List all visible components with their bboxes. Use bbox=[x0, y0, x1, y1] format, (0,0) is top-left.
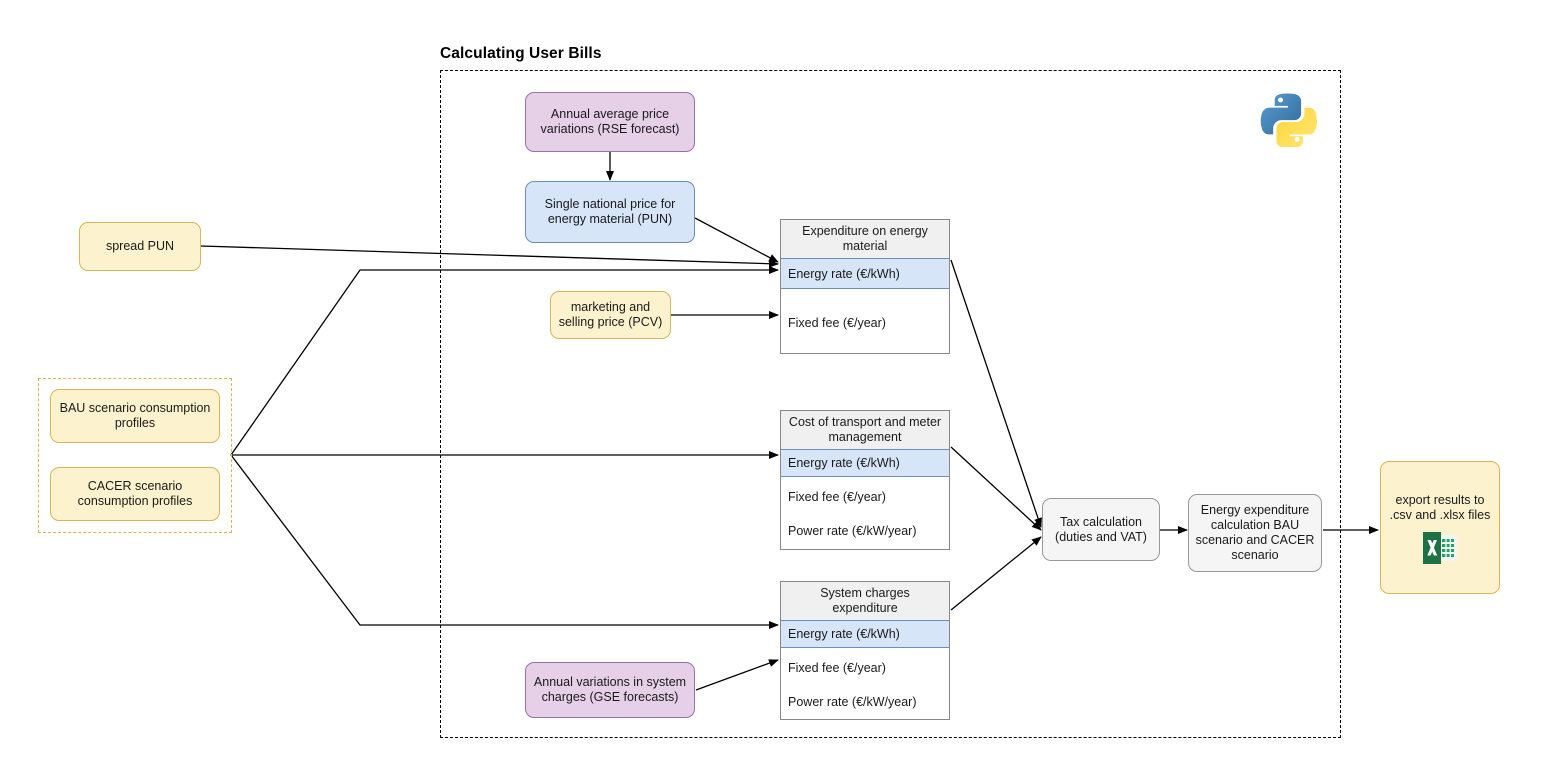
tax-line-2: (duties and VAT) bbox=[1055, 529, 1147, 544]
table-header: Expenditure on energy material bbox=[781, 220, 949, 259]
node-energy-expenditure-calculation[interactable]: Energy expenditure calculation BAU scena… bbox=[1188, 494, 1322, 572]
table-row[interactable]: Energy rate (€/kWh) bbox=[781, 449, 949, 477]
table-row[interactable]: Power rate (€/kW/year) bbox=[781, 517, 949, 545]
table-cell-label: Energy rate (€/kWh) bbox=[788, 266, 900, 281]
table-system-charges-expenditure: System charges expenditure Energy rate (… bbox=[780, 581, 950, 720]
node-rse-forecast[interactable]: Annual average price variations (RSE for… bbox=[525, 92, 695, 152]
table-cell-label: Energy rate (€/kWh) bbox=[788, 627, 900, 641]
table-transport-meter-management: Cost of transport and meter management E… bbox=[780, 410, 950, 550]
tax-line-1: Tax calculation bbox=[1060, 514, 1142, 529]
table-cell-label: Power rate (€/kW/year) bbox=[788, 695, 917, 709]
table-cell-label: Fixed fee (€/year) bbox=[788, 490, 886, 504]
table-expenditure-energy-material: Expenditure on energy material Energy ra… bbox=[780, 219, 950, 354]
node-pun[interactable]: Single national price for energy materia… bbox=[525, 181, 695, 243]
node-pcv[interactable]: marketing and selling price (PCV) bbox=[550, 291, 671, 339]
excel-icon bbox=[1423, 531, 1457, 564]
node-cacer-scenario[interactable]: CACER scenario consumption profiles bbox=[50, 467, 220, 521]
node-spread-pun[interactable]: spread PUN bbox=[79, 222, 201, 271]
table-cell-label: Fixed fee (€/year) bbox=[788, 661, 886, 675]
table-header: System charges expenditure bbox=[781, 582, 949, 621]
node-tax-calculation[interactable]: Tax calculation (duties and VAT) bbox=[1042, 498, 1160, 561]
table-row[interactable]: Fixed fee (€/year) bbox=[781, 307, 949, 338]
node-cacer-scenario-label: CACER scenario consumption profiles bbox=[77, 479, 193, 508]
node-bau-scenario-label: BAU scenario consumption profiles bbox=[59, 401, 211, 430]
node-bau-scenario[interactable]: BAU scenario consumption profiles bbox=[50, 389, 220, 443]
table-row[interactable]: Power rate (€/kW/year) bbox=[781, 688, 949, 716]
node-pcv-label: marketing and selling price (PCV) bbox=[558, 300, 663, 329]
node-export-results-label: export results to .csv and .xlsx files bbox=[1389, 492, 1491, 522]
table-cell-label: Energy rate (€/kWh) bbox=[788, 456, 900, 470]
node-export-results[interactable]: export results to .csv and .xlsx files bbox=[1380, 461, 1500, 594]
node-spread-pun-label: spread PUN bbox=[105, 239, 175, 253]
table-row[interactable]: Energy rate (€/kWh) bbox=[781, 258, 949, 289]
table-cell-label: Fixed fee (€/year) bbox=[788, 315, 886, 330]
table-row[interactable]: Fixed fee (€/year) bbox=[781, 483, 949, 511]
table-row[interactable]: Fixed fee (€/year) bbox=[781, 654, 949, 682]
table-cell-label: Power rate (€/kW/year) bbox=[788, 524, 917, 538]
calculating-user-bills-panel bbox=[440, 70, 1341, 738]
scenario-profiles-group bbox=[38, 378, 232, 533]
table-row[interactable]: Energy rate (€/kWh) bbox=[781, 620, 949, 648]
node-rse-forecast-label: Annual average price variations (RSE for… bbox=[540, 107, 680, 136]
page-title: Calculating User Bills bbox=[440, 45, 602, 62]
node-gse-forecast[interactable]: Annual variations in system charges (GSE… bbox=[525, 662, 695, 718]
node-pun-label: Single national price for energy materia… bbox=[544, 197, 676, 226]
python-logo-icon bbox=[1260, 93, 1318, 147]
node-tax-calculation-label: Tax calculation (duties and VAT) bbox=[1049, 513, 1153, 547]
table-header: Cost of transport and meter management bbox=[781, 411, 949, 450]
node-gse-forecast-label: Annual variations in system charges (GSE… bbox=[533, 675, 687, 704]
node-energy-expenditure-label: Energy expenditure calculation BAU scena… bbox=[1195, 503, 1315, 562]
